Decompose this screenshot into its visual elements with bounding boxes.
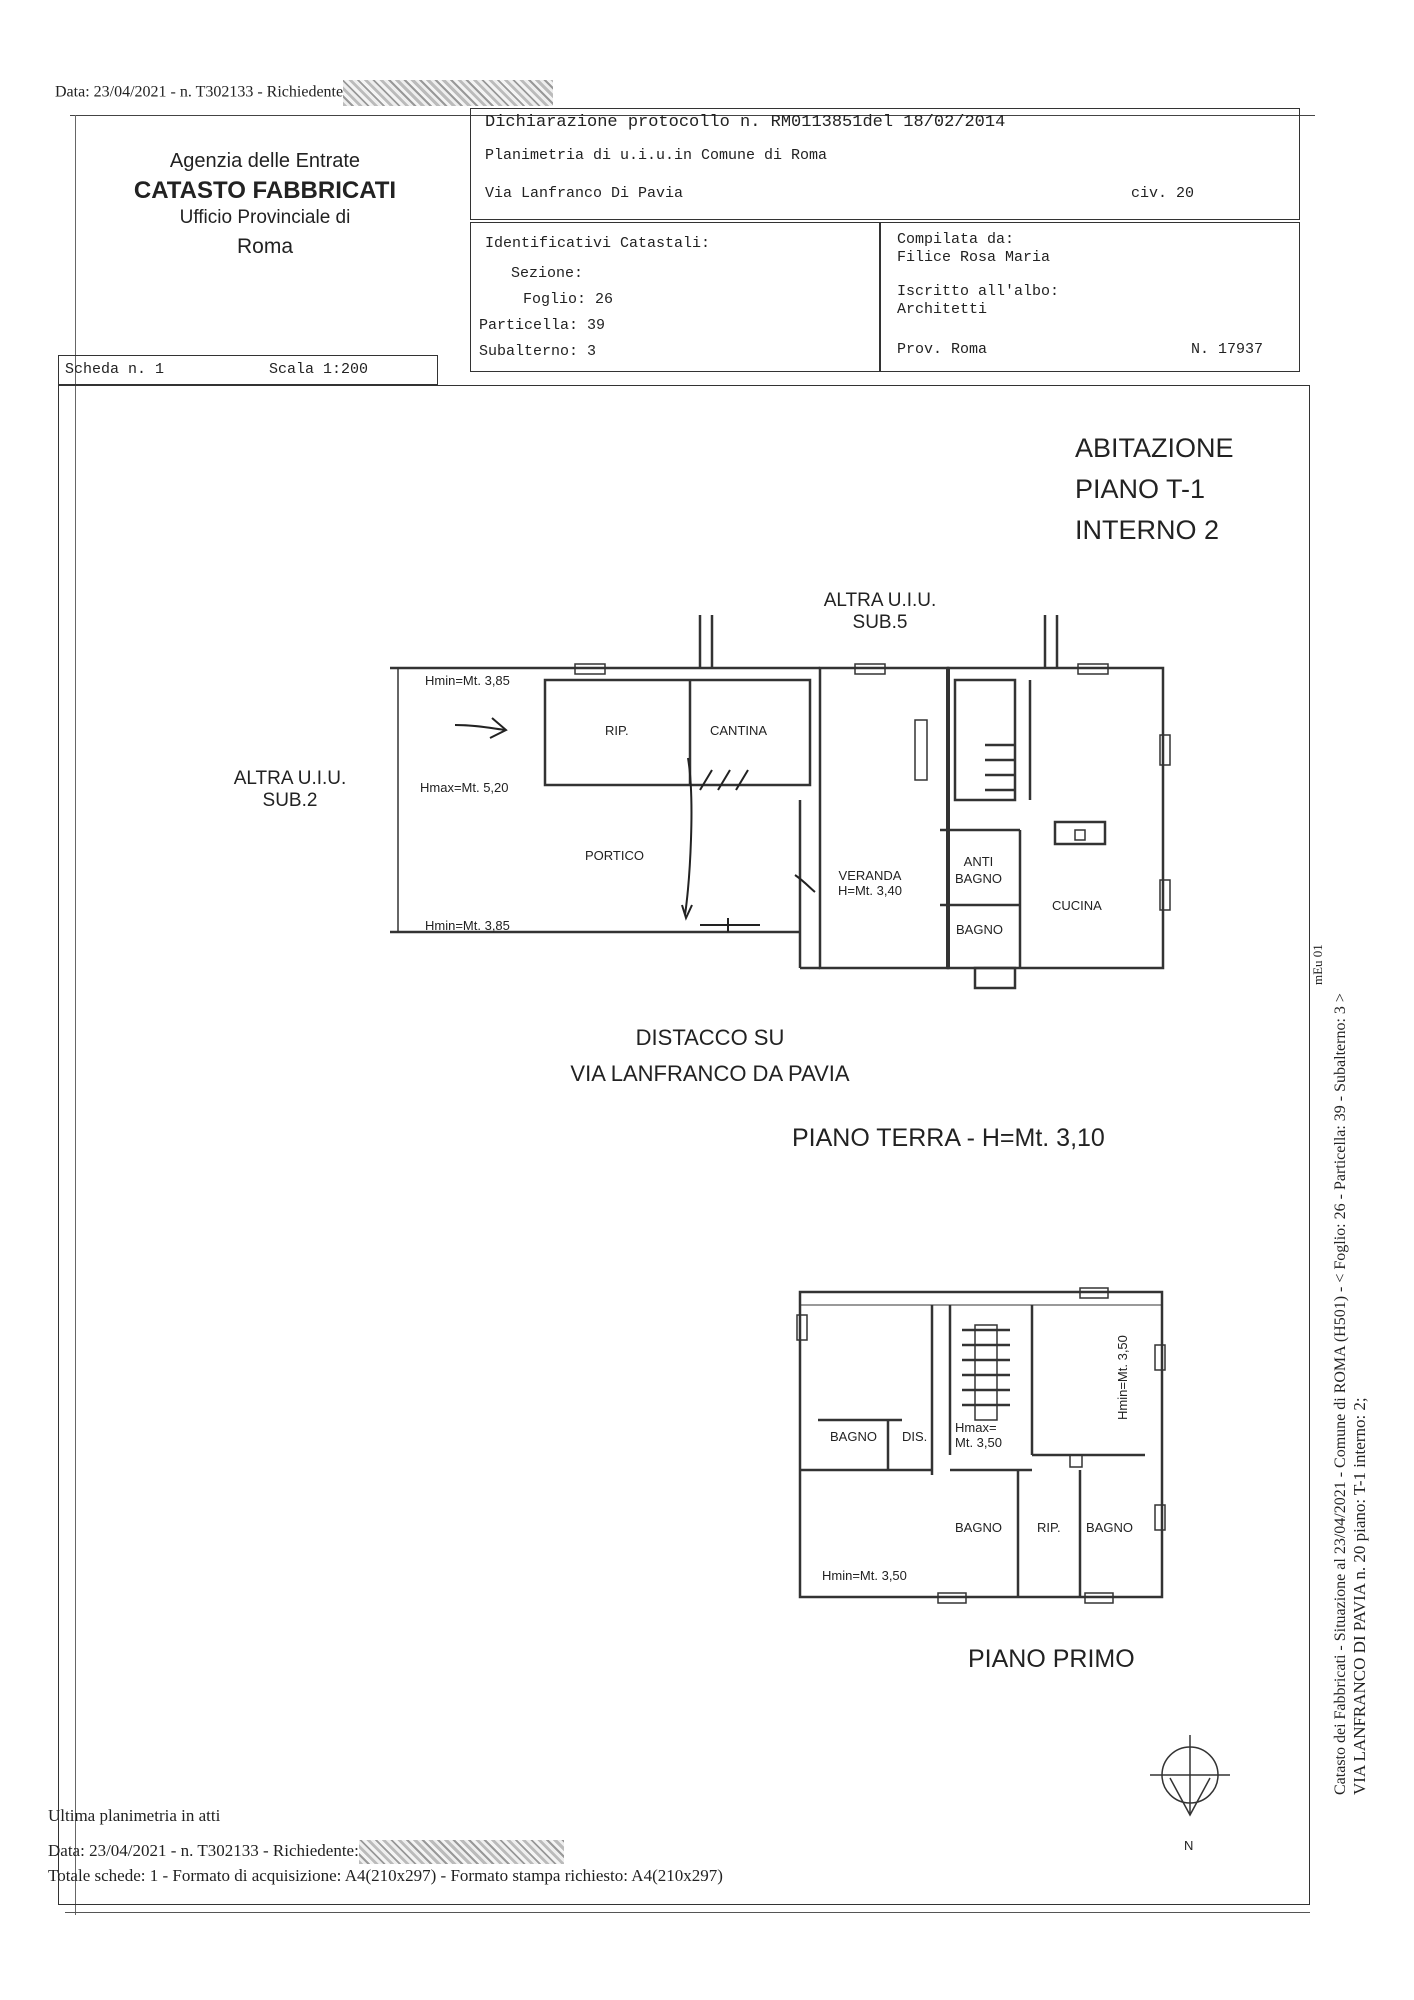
frame-left-line <box>75 115 76 1915</box>
prov: Prov. Roma <box>897 341 988 358</box>
compiler-name: Filice Rosa Maria <box>897 249 1051 266</box>
p1-dis: DIS. <box>902 1429 928 1444</box>
frame-bottom-line <box>65 1912 1310 1913</box>
sezione: Sezione: <box>511 265 584 282</box>
subalterno: Subalterno: 3 <box>479 343 597 360</box>
planimetria-line: Planimetria di u.i.u.in Comune di Roma <box>485 147 828 164</box>
room-rip: RIP. <box>605 723 629 738</box>
scheda-number: Scheda n. 1 <box>65 361 165 378</box>
p1-bagno-left: BAGNO <box>830 1429 877 1444</box>
agency-name: Agenzia delle Entrate <box>169 150 361 172</box>
side-stamp: mEu 01 <box>1310 944 1325 985</box>
room-antibagno: ANTI BAGNO <box>955 853 1002 887</box>
room-veranda: VERANDA H=Mt. 3,40 <box>838 868 902 898</box>
room-cantina: CANTINA <box>710 723 768 738</box>
plan-title-line2: PIANO T-1 <box>1075 474 1206 504</box>
scale: Scala 1:200 <box>269 361 369 378</box>
compiler-label: Compilata da: <box>897 231 1015 248</box>
frame-top-line <box>70 115 1315 116</box>
ultima-planimetria: Ultima planimetria in atti <box>48 1806 221 1825</box>
p1-rip: RIP. <box>1037 1520 1061 1535</box>
albo-number: N. 17937 <box>1191 341 1264 358</box>
city-name: Roma <box>236 235 294 259</box>
north-arrow-icon <box>1150 1735 1230 1817</box>
header-line: Data: 23/04/2021 - n. T302133 - Richiede… <box>55 80 554 106</box>
room-cucina: CUCINA <box>1052 898 1102 913</box>
p1-bagno-right: BAGNO <box>1086 1520 1133 1535</box>
footer-data-line: Data: 23/04/2021 - n. T302133 - Richiede… <box>48 1840 564 1864</box>
totale-schede: Totale schede: 1 - Formato di acquisizio… <box>48 1866 723 1885</box>
hmin-bottom: Hmin=Mt. 3,85 <box>425 918 510 933</box>
distacco-line1: DISTACCO SU <box>635 1025 785 1050</box>
room-bagno: BAGNO <box>956 922 1003 937</box>
altra-left-line1: ALTRA U.I.U. <box>233 768 347 789</box>
hmin-top: Hmin=Mt. 3,85 <box>425 673 510 688</box>
side-address-line: VIA LANFRANCO DI PAVIA n. 20 piano: T-1 … <box>1350 1397 1369 1795</box>
plan-title-line3: INTERNO 2 <box>1075 515 1220 545</box>
redacted-requester-footer <box>358 1840 564 1864</box>
piano-terra-label: PIANO TERRA - H=Mt. 3,10 <box>792 1124 1105 1152</box>
veranda-height: H=Mt. 3,40 <box>838 883 902 898</box>
scheda-box: Scheda n. 1 Scala 1:200 <box>58 355 438 385</box>
p1-bagno-mid: BAGNO <box>955 1520 1002 1535</box>
distacco-note: DISTACCO SU VIA LANFRANCO DA PAVIA <box>520 1020 900 1092</box>
protocol-line: Dichiarazione protocollo n. RM0113851del… <box>485 113 1006 132</box>
p1-hmin-bottom: Hmin=Mt. 3,50 <box>822 1568 907 1583</box>
protocol-box: Dichiarazione protocollo n. RM0113851del… <box>470 108 1300 220</box>
drawing-frame <box>58 385 1310 1905</box>
anti-bagno-label: BAGNO <box>955 871 1002 886</box>
altra-left-line2: SUB.2 <box>262 790 318 811</box>
catasto-title: CATASTO FABBRICATI <box>133 177 397 204</box>
footer-data-text: Data: 23/04/2021 - n. T302133 - Richiede… <box>48 1840 359 1860</box>
distacco-line2: VIA LANFRANCO DA PAVIA <box>570 1061 850 1086</box>
hmax: Hmax=Mt. 5,20 <box>420 780 509 795</box>
albo-label: Iscritto all'albo: <box>897 283 1060 300</box>
piano-primo-label: PIANO PRIMO <box>968 1645 1135 1673</box>
agency-block: Agenzia delle Entrate CATASTO FABBRICATI… <box>120 150 410 258</box>
altra-uiu-sub5: ALTRA U.I.U. SUB.5 <box>800 590 960 634</box>
p1-hmax: Hmax= Mt. 3,50 <box>955 1420 1002 1450</box>
altra-top-line2: SUB.5 <box>852 612 908 633</box>
address: Via Lanfranco Di Pavia <box>485 185 684 202</box>
side-cadastre-line: Catasto dei Fabbricati - Situazione al 2… <box>1332 993 1349 1795</box>
compiler-box: Compilata da: Filice Rosa Maria Iscritto… <box>880 222 1300 372</box>
plan-title-line1: ABITAZIONE <box>1075 433 1234 463</box>
altra-top-line1: ALTRA U.I.U. <box>823 590 937 611</box>
p1-hmax-line1: Hmax= <box>955 1420 997 1435</box>
identifiers-title: Identificativi Catastali: <box>485 235 711 252</box>
civic-number: civ. 20 <box>1131 185 1195 202</box>
altra-uiu-sub2: ALTRA U.I.U. SUB.2 <box>210 768 370 812</box>
veranda-label: VERANDA <box>838 868 902 883</box>
room-portico: PORTICO <box>585 848 644 863</box>
p1-hmax-line2: Mt. 3,50 <box>955 1435 1002 1450</box>
foglio: Foglio: 26 <box>523 291 614 308</box>
header-text: Data: 23/04/2021 - n. T302133 - Richiede… <box>55 83 344 101</box>
plan-title: ABITAZIONE PIANO T-1 INTERNO 2 <box>1075 428 1234 551</box>
ufficio-label: Ufficio Provinciale di <box>179 207 351 229</box>
particella: Particella: 39 <box>479 317 606 334</box>
identifiers-box: Identificativi Catastali: Sezione: Fogli… <box>470 222 880 372</box>
anti-label: ANTI <box>963 854 994 869</box>
p1-hmin-right: Hmin=Mt. 3,50 <box>1115 1335 1130 1420</box>
redacted-requester <box>343 80 554 106</box>
north-label: N <box>1184 1838 1194 1853</box>
albo: Architetti <box>897 301 988 318</box>
